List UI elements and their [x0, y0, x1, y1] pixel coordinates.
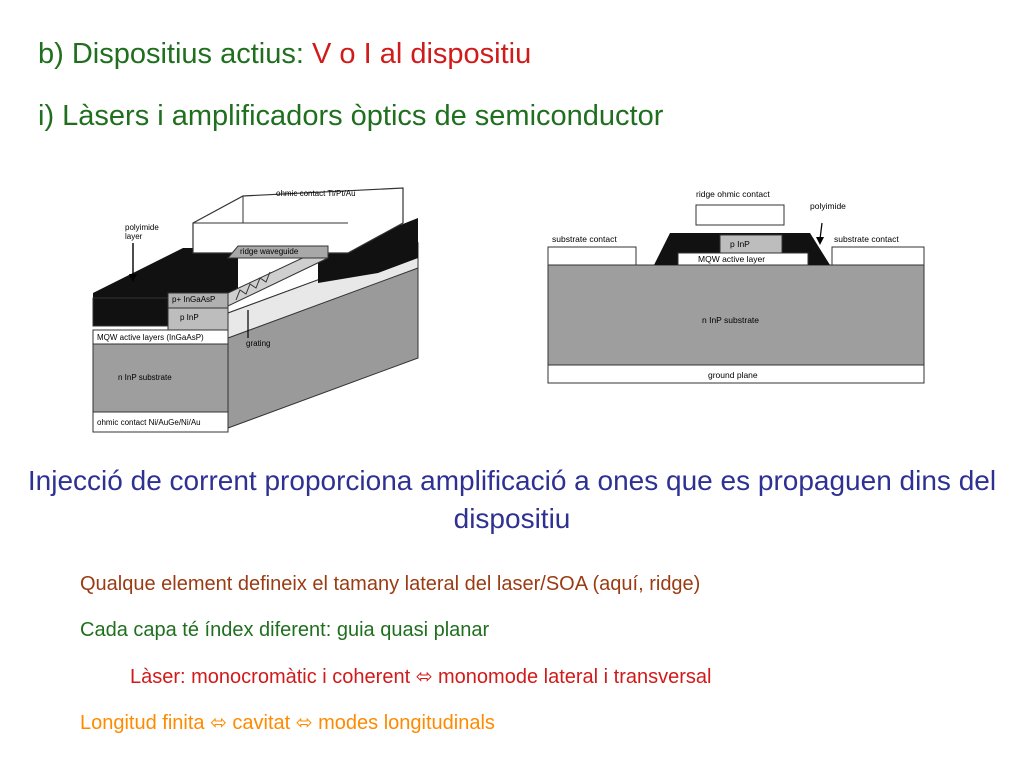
title-part1: b) Dispositius actius:: [38, 38, 312, 70]
label-substrate-contact-left: substrate contact: [552, 234, 617, 244]
bullet-layer-index: Cada capa té índex diferent: guia quasi …: [80, 619, 490, 641]
label-ridge-ohmic: ridge ohmic contact: [696, 189, 770, 199]
label-p-inp: p InP: [180, 313, 199, 322]
substrate-contact-left: [547, 246, 637, 266]
mqw-cross: [677, 252, 809, 266]
laser-cross-section-diagram: ridge ohmic contact polyimide substrate …: [547, 189, 925, 384]
label-ohmic-top: ohmic contact Ti/Pt/Au: [276, 189, 356, 198]
label-ohmic-bottom: ohmic contact Ni/AuGe/Ni/Au: [97, 418, 201, 427]
bullet-laser-part2: monomode lateral i transversal: [432, 666, 712, 688]
substrate-contact-right: [831, 246, 925, 266]
ridge-laser-3d-diagram: ohmic contact Ti/Pt/Au polyimide layer r…: [92, 187, 419, 433]
label-ground-plane: ground plane: [708, 370, 758, 380]
label-substrate: n InP substrate: [118, 373, 172, 382]
bullet-finite-part1: Longitud finita: [80, 712, 211, 734]
slide-title: b) Dispositius actius: V o I al disposit…: [38, 38, 531, 71]
ohmic-bottom-layer: [92, 411, 229, 433]
bullet-lateral-size: Qualque element defineix el tamany later…: [80, 573, 701, 595]
label-mqw-right: MQW active layer: [698, 254, 765, 264]
center-statement: Injecció de corrent proporciona amplific…: [27, 465, 997, 534]
label-p-plus: p+ InGaAsP: [172, 295, 215, 304]
bullet-finite-part3: modes longitudinals: [312, 712, 495, 734]
double-arrow-icon: ⬄: [295, 710, 313, 734]
label-grating: grating: [246, 339, 270, 348]
label-mqw: MQW active layers (InGaAsP): [97, 333, 204, 342]
double-arrow-icon: ⬄: [415, 664, 433, 688]
label-substrate-contact-right: substrate contact: [834, 234, 899, 244]
ground-plane: [547, 364, 925, 384]
bullet-finite-part2: cavitat: [226, 712, 296, 734]
bullet-laser-part1: Làser: monocromàtic i coherent: [130, 666, 416, 688]
bullet-laser-properties: Làser: monocromàtic i coherent ⬄ monomod…: [130, 664, 711, 689]
slide-subtitle: i) Làsers i amplificadors òptics de semi…: [38, 100, 664, 132]
ridge-ohmic-contact: [695, 204, 785, 226]
label-layer: layer: [125, 232, 143, 241]
label-substrate-right: n InP substrate: [702, 315, 759, 325]
double-arrow-icon: ⬄: [210, 710, 227, 734]
label-ridge-waveguide: ridge waveguide: [240, 247, 299, 256]
title-part2: V o I al dispositiu: [312, 38, 532, 70]
ridge-waveguide: [226, 245, 329, 259]
label-polyimide-right: polyimide: [810, 201, 846, 211]
label-polyimide: polyimide: [125, 223, 159, 232]
label-p-inp-right: p InP: [730, 239, 750, 249]
bullet-finite-length: Longitud finita ⬄ cavitat ⬄ modes longit…: [80, 710, 495, 735]
substrate-front: [92, 343, 229, 413]
polyimide-right: [318, 218, 418, 283]
grating-teeth: [235, 271, 271, 301]
